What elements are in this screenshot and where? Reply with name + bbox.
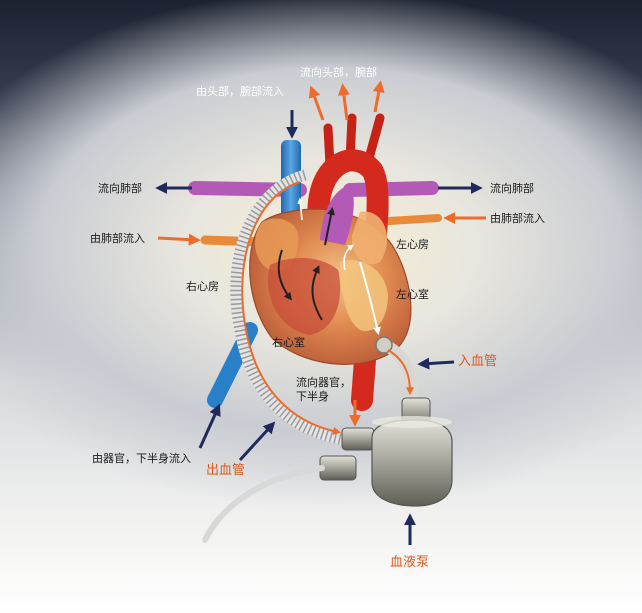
left-atrium-shape	[351, 211, 388, 265]
arrow-icon	[372, 80, 385, 113]
arrow-icon	[308, 85, 325, 121]
label-right-ventricle: 右心室	[272, 336, 305, 349]
outflow-flow-line	[241, 181, 342, 435]
inflow-connector	[375, 336, 393, 354]
arrow-icon	[157, 233, 201, 246]
lv-flow-arrow	[359, 261, 381, 336]
la-flow-arrow	[343, 244, 355, 271]
label-from-organs: 由器官，下半身流入	[92, 452, 191, 465]
label-blood-pump: 血液泵	[390, 555, 430, 570]
outflow-tube-ribs	[230, 169, 346, 446]
label-left-atrium: 左心房	[396, 238, 429, 251]
rv-flow-arrow	[277, 249, 292, 301]
pa-up-arrow	[324, 206, 335, 246]
label-inflow-tube: 入血管	[458, 354, 498, 369]
label-to-head-arm: 流向头部，腕部	[300, 66, 377, 79]
label-from-head-arm: 由头部，腕部流入	[196, 85, 284, 98]
pump-cable	[202, 465, 325, 543]
label-to-lung-right: 流向肺部	[490, 182, 534, 195]
arrow-icon	[337, 83, 350, 121]
arrow-icon	[238, 421, 276, 462]
aorta-flow-arrow	[297, 197, 304, 221]
inflow-flow-line	[387, 349, 414, 396]
label-left-ventricle: 左心室	[396, 288, 429, 301]
label-right-atrium: 右心房	[186, 280, 219, 293]
right-ventricle-shape	[267, 258, 341, 335]
left-ventricle-shape	[340, 260, 388, 331]
right-atrium-shape	[255, 218, 299, 272]
label-to-organs-line2: 下半身	[296, 390, 329, 403]
rv-up-arrow	[311, 265, 323, 321]
label-from-lung-left: 由肺部流入	[90, 232, 145, 245]
arrow-icon	[198, 403, 221, 449]
blood-pump-icon	[319, 397, 453, 507]
label-to-organs-line1: 流向器官，	[296, 376, 351, 389]
arrow-icon	[417, 357, 455, 370]
pulmonary-artery-right	[343, 181, 439, 197]
label-to-lung-left: 流向肺部	[98, 182, 142, 195]
label-outflow-tube: 出血管	[206, 463, 246, 478]
label-from-lung-right: 由肺部流入	[490, 212, 545, 225]
